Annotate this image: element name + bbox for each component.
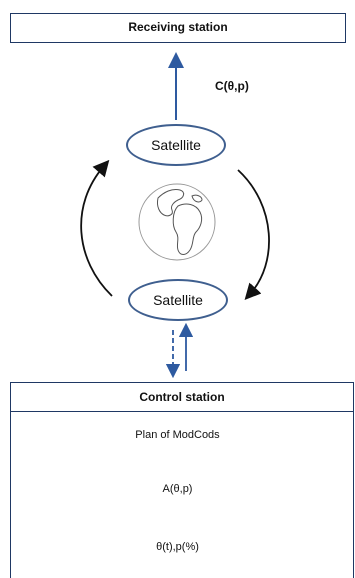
step-a-theta-p: A(θ,p) <box>162 483 193 495</box>
satellite-top-label: Satellite <box>151 137 201 153</box>
uplink-label: C(θ,p) <box>215 79 249 93</box>
orbit-arrow-right <box>237 169 270 301</box>
step-theta-t-p: θ(t),p(%) <box>156 541 199 553</box>
control-station-title: Control station <box>139 390 225 404</box>
control-station-box: Control station <box>10 382 354 578</box>
satellite-bottom: Satellite <box>128 279 228 321</box>
step-plan-of-modcods: Plan of ModCods <box>135 429 220 441</box>
satellite-bottom-label: Satellite <box>153 292 203 308</box>
globe-icon <box>138 183 216 261</box>
control-station-header: Control station <box>11 383 353 412</box>
satellite-top: Satellite <box>126 124 226 166</box>
orbit-arrow-left <box>80 159 113 297</box>
receiving-station-title: Receiving station <box>128 20 228 34</box>
receiving-station-box: Receiving station <box>10 13 346 43</box>
